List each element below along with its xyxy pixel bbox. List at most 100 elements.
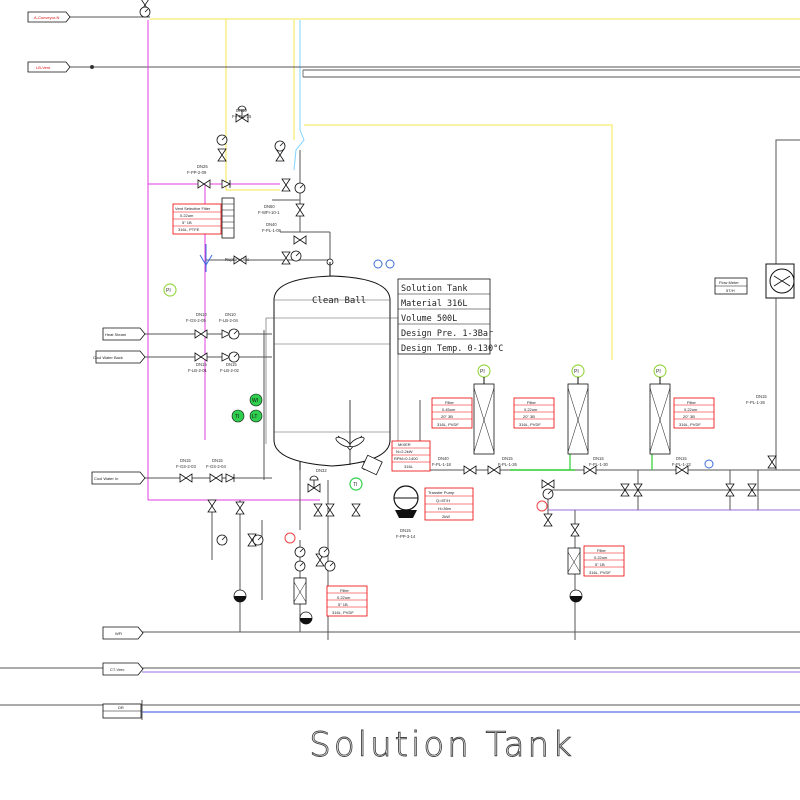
drain-label: DR bbox=[118, 705, 124, 710]
svg-text:TI: TI bbox=[353, 482, 357, 488]
svg-text:0.45um: 0.45um bbox=[442, 407, 456, 412]
svg-text:F-PL-1-26: F-PL-1-26 bbox=[498, 462, 518, 467]
svg-text:5" 1B: 5" 1B bbox=[595, 562, 605, 567]
svg-text:DN15: DN15 bbox=[593, 456, 604, 461]
svg-text:20" 3B: 20" 3B bbox=[523, 414, 535, 419]
mixer-l4: 316L bbox=[404, 464, 414, 469]
svg-text:LT: LT bbox=[252, 414, 257, 420]
svg-text:WI: WI bbox=[252, 398, 258, 404]
svg-text:DN15: DN15 bbox=[180, 458, 191, 463]
pump-l2: Q=5T/H bbox=[436, 498, 450, 503]
svg-text:316L, PVDF: 316L, PVDF bbox=[589, 570, 611, 575]
filter-tag-3: Filter 0.22um 20" 3B 316L, PVDF bbox=[673, 397, 715, 429]
utility-boxes: Heat Steam Cool Water Back Cool Water In… bbox=[91, 327, 146, 719]
spec-line-4: Design Pre. 1-3Bar bbox=[401, 329, 493, 339]
mixer-l2: N=2.2kW bbox=[396, 449, 413, 454]
filter-tag-1: Filter 0.45um 20" 3B 316L, PVDF bbox=[431, 397, 473, 429]
vent-filter-l4: 316L, PTFE bbox=[178, 227, 200, 232]
pump-l4: 2kW bbox=[442, 514, 450, 519]
svg-text:PI: PI bbox=[656, 369, 661, 375]
svg-text:DN10: DN10 bbox=[225, 312, 236, 317]
svg-text:F-GS-2-03: F-GS-2-03 bbox=[176, 464, 196, 469]
filter-housings bbox=[293, 377, 671, 605]
svg-text:F-GS-2-05: F-GS-2-05 bbox=[186, 318, 206, 323]
solution-tank: Clean Ball DN32 bbox=[265, 258, 399, 476]
filter-tag-5: Filter 0.22um 5" 1B 316L, PVDF bbox=[326, 585, 368, 617]
wfi-label: WFI bbox=[115, 631, 122, 636]
svg-text:Rupture Disc: Rupture Disc bbox=[225, 257, 249, 262]
svg-text:DN10: DN10 bbox=[236, 108, 247, 113]
svg-text:F-LB-2-01: F-LB-2-01 bbox=[188, 368, 208, 373]
feed-label-1: A-Conveyor-N bbox=[34, 15, 59, 20]
svg-text:0.22um: 0.22um bbox=[337, 595, 351, 600]
pi-indicator: PI bbox=[653, 364, 667, 378]
mixer-l3: RPM=0-1400 bbox=[394, 456, 418, 461]
svg-text:F-GS-2-04: F-GS-2-04 bbox=[206, 464, 226, 469]
svg-text:DN10: DN10 bbox=[196, 312, 207, 317]
svg-text:DN15: DN15 bbox=[226, 362, 237, 367]
pi-indicator bbox=[373, 259, 395, 269]
svg-text:F-WFI-10-1: F-WFI-10-1 bbox=[258, 210, 280, 215]
pump-f: F-PP-3-14 bbox=[396, 534, 416, 539]
flow-meter-l2: 5T/H bbox=[726, 288, 735, 293]
ti-indicator: TI bbox=[349, 477, 363, 491]
pi-indicator: PI bbox=[163, 283, 177, 297]
filter-tag-2: Filter 0.22um 20" 3B 316L, PVDF bbox=[513, 397, 555, 429]
tank-dn-tag: DN32 bbox=[316, 468, 327, 473]
svg-text:F-PP-2-25: F-PP-2-25 bbox=[232, 114, 252, 119]
svg-text:316L, PVDF: 316L, PVDF bbox=[679, 422, 701, 427]
pi-indicator: PI bbox=[571, 364, 585, 378]
svg-text:DN25: DN25 bbox=[197, 164, 208, 169]
svg-text:20" 3B: 20" 3B bbox=[683, 414, 695, 419]
filter-housing-4 bbox=[567, 547, 581, 575]
pump-dn: DN15 bbox=[400, 528, 411, 533]
svg-text:Filter: Filter bbox=[687, 400, 697, 405]
vent-filter-l3: 5" 1B bbox=[182, 220, 192, 225]
svg-text:F-PL-1-09: F-PL-1-09 bbox=[262, 228, 282, 233]
svg-text:DN50: DN50 bbox=[264, 204, 275, 209]
ti-indicator: TI bbox=[231, 409, 245, 423]
svg-text:F-PL-1-18: F-PL-1-18 bbox=[432, 462, 452, 467]
svg-text:0.22um: 0.22um bbox=[524, 407, 538, 412]
svg-text:DN15: DN15 bbox=[196, 362, 207, 367]
svg-text:DN40: DN40 bbox=[266, 222, 277, 227]
cool-water-back-label: Cool Water Back bbox=[93, 355, 123, 360]
pi-indicator: PI bbox=[477, 364, 491, 378]
cool-water-in-label: Cool Water In bbox=[94, 476, 118, 481]
svg-text:0.22um: 0.22um bbox=[684, 407, 698, 412]
heat-steam-label: Heat Steam bbox=[105, 332, 127, 337]
feed-label-2: LB-Vent bbox=[36, 65, 51, 70]
flow-meter: Flow Meter 5T/H bbox=[714, 263, 795, 299]
pump-l1: Transfer Pump bbox=[428, 490, 455, 495]
tank-spec-box: Solution Tank Material 316L Volume 500L … bbox=[397, 278, 503, 355]
spec-line-2: Material 316L bbox=[401, 299, 468, 309]
vent-filter: Vent Selective Filter 0.22um 5" 1B 316L,… bbox=[172, 197, 235, 272]
svg-text:Filter: Filter bbox=[527, 400, 537, 405]
filter-housing-3 bbox=[649, 377, 671, 455]
pipes bbox=[0, 0, 800, 720]
svg-text:20" 3B: 20" 3B bbox=[441, 414, 453, 419]
svg-text:DN15: DN15 bbox=[676, 456, 687, 461]
transfer-pump: Transfer Pump Q=5T/H H=36m 2kW MIXER N=2… bbox=[391, 440, 474, 539]
flow-meter-l1: Flow Meter bbox=[719, 280, 739, 285]
svg-text:DN15: DN15 bbox=[756, 394, 767, 399]
lt-indicator: LT bbox=[249, 409, 263, 423]
mixer-l1: MIXER bbox=[398, 442, 411, 447]
svg-text:TI: TI bbox=[235, 414, 239, 420]
svg-text:316L, PVDF: 316L, PVDF bbox=[332, 610, 354, 615]
wi-indicator: WI bbox=[249, 393, 263, 407]
svg-text:Filter: Filter bbox=[340, 588, 350, 593]
spec-line-3: Volume 500L bbox=[401, 314, 457, 324]
top-feed-boxes: A-Conveyor-N LB-Vent bbox=[27, 11, 94, 73]
vent-filter-l1: Vent Selective Filter bbox=[175, 206, 211, 211]
pump-l3: H=36m bbox=[438, 506, 452, 511]
svg-text:F-PL-1-22: F-PL-1-22 bbox=[672, 462, 692, 467]
instruments: PI PI PI PI WI TI LT TI bbox=[163, 259, 714, 544]
clean-ball-label: Clean Ball bbox=[312, 296, 366, 306]
svg-text:PI: PI bbox=[574, 369, 579, 375]
svg-text:F-PP-2-09: F-PP-2-09 bbox=[187, 170, 207, 175]
vent-filter-l2: 0.22um bbox=[180, 213, 194, 218]
svg-text:F-PL-1-30: F-PL-1-30 bbox=[589, 462, 609, 467]
svg-text:F-LB-2-02: F-LB-2-02 bbox=[220, 368, 240, 373]
